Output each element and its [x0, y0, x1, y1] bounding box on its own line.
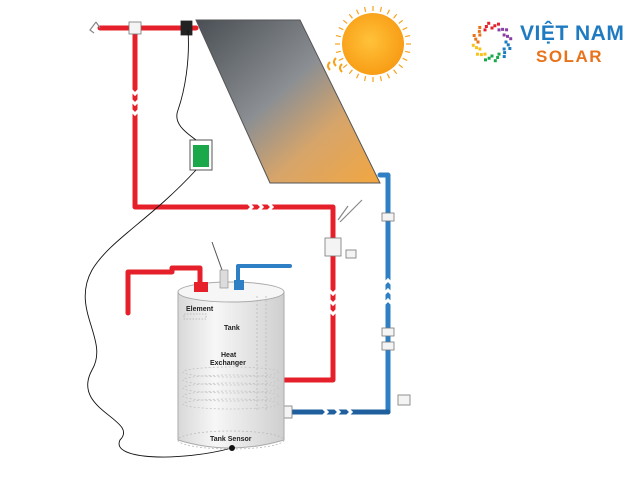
flow-arrow	[381, 277, 395, 287]
logo-text-solar: SOLAR	[536, 47, 603, 66]
valve-handle	[337, 199, 363, 223]
sensor-wire	[84, 29, 233, 458]
flow-arrow	[381, 287, 395, 297]
controller-display	[193, 145, 209, 167]
flow-arrow	[128, 97, 142, 107]
flow-arrows	[128, 87, 395, 419]
logo-text-vietnam: VIỆT NAM	[520, 22, 625, 45]
flow-arrow	[381, 297, 395, 307]
flow-arrow	[128, 107, 142, 117]
logo-mark-icon	[471, 21, 513, 63]
flow-arrow	[332, 405, 342, 419]
solar-collector-panel	[195, 19, 381, 184]
element-label: Element	[186, 306, 214, 313]
hot-water-pipe	[97, 25, 336, 383]
tank-sensor-dot	[229, 445, 235, 451]
heat-exchanger-label-line1: Heat	[221, 352, 237, 359]
flow-arrow	[265, 200, 275, 214]
tank-label: Tank	[224, 325, 240, 332]
heat-exchanger-label-line2: Exchanger	[210, 360, 246, 367]
flow-arrow	[326, 307, 340, 317]
flow-arrow	[255, 200, 265, 214]
sun-icon	[327, 6, 411, 82]
flow-arrow	[320, 405, 330, 419]
storage-tank	[177, 269, 285, 451]
tank-probe	[211, 241, 223, 271]
vietnam-solar-logo: VIỆT NAM SOLAR	[470, 14, 630, 74]
flow-arrow	[326, 297, 340, 307]
faucet-icon	[89, 21, 101, 34]
pipe-fittings	[128, 20, 411, 419]
flow-arrow	[326, 287, 340, 297]
flow-arrow	[344, 405, 354, 419]
flow-arrow	[245, 200, 255, 214]
flow-arrow	[128, 87, 142, 97]
tank-sensor-label: Tank Sensor	[210, 436, 252, 443]
